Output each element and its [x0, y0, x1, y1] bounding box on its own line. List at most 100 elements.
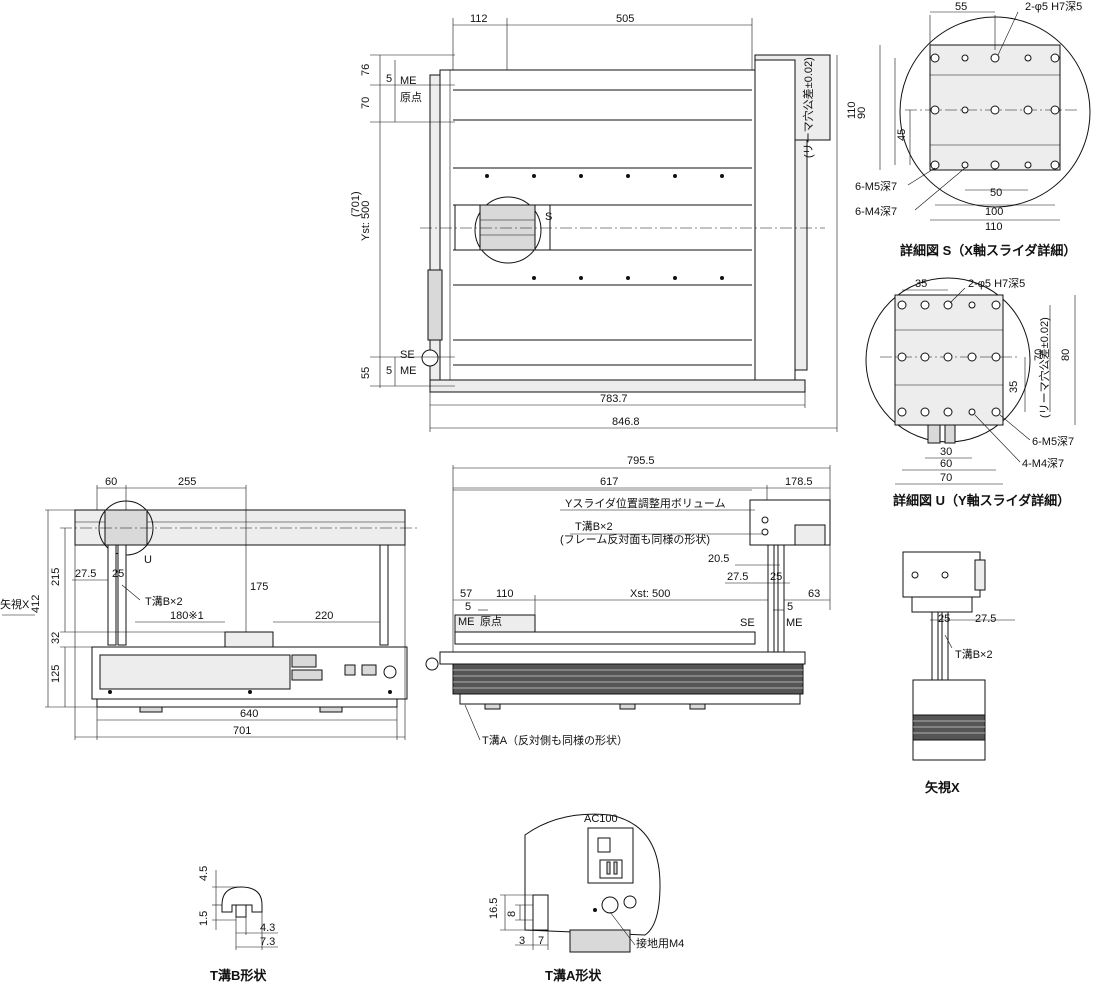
dim-505: 505 [616, 13, 634, 25]
front-dim-220: 220 [315, 610, 333, 622]
side-label-me-right: ME [786, 617, 803, 629]
dim-yst: Yst: 500 [360, 201, 372, 241]
side-dim-25: 25 [770, 571, 782, 583]
u-note-hole: 2-φ5 H7深5 [968, 277, 1025, 290]
dim-701-paren: (701) [350, 191, 362, 217]
side-dim-57: 57 [460, 588, 472, 600]
vx-title: 矢視X [925, 780, 960, 795]
front-label-view-x: 矢視X [0, 597, 30, 611]
u-note-m5: 6-M5深7 [1032, 435, 1074, 448]
s-dim-110-v: 110 [846, 101, 858, 119]
u-dim-80: 80 [1060, 349, 1072, 361]
side-dim-110: 110 [496, 588, 514, 600]
u-dim-35-top: 35 [915, 278, 927, 290]
dim-846: 846.8 [612, 416, 640, 428]
side-dim-795: 795.5 [627, 455, 655, 467]
vx-note-tslot: T溝B×2 [955, 648, 993, 661]
front-dim-32: 32 [50, 632, 62, 644]
label-se: SE [400, 349, 415, 361]
front-dim-255: 255 [178, 476, 196, 488]
side-label-origin: 原点 [480, 615, 502, 628]
side-note-tslot-a: T溝A（反対側も同様の形状） [482, 733, 628, 747]
tb-title: T溝B形状 [210, 968, 267, 983]
front-dim-27: 27.5 [75, 568, 96, 580]
s-dim-110-h: 110 [985, 221, 1003, 233]
side-dim-63: 63 [808, 588, 820, 600]
detail-s: 55 2-φ5 H7深5 110 90 (リーマ穴公差±0.02) 45 6-M… [801, 0, 1091, 258]
dim-76: 76 [360, 64, 372, 76]
side-note-volume: Yスライダ位置調整用ボリューム [565, 496, 726, 510]
front-view: 60 255 U 215 412 矢視X 27.5 25 T溝B×2 175 1… [0, 476, 420, 740]
side-dim-27: 27.5 [727, 571, 748, 583]
side-dim-5b: 5 [787, 601, 793, 613]
u-dim-70-h: 70 [940, 472, 952, 484]
dim-5-bottom: 5 [386, 365, 392, 377]
ta-title: T溝A形状 [545, 968, 602, 983]
front-dim-175: 175 [250, 581, 268, 593]
s-dim-100: 100 [985, 206, 1003, 218]
side-label-me-left: ME [458, 616, 475, 628]
side-note-frame: (フレーム反対面も同様の形状) [560, 532, 710, 546]
front-dim-701: 701 [233, 725, 251, 737]
tslot-b-shape: 4.5 1.5 4.3 7.3 T溝B形状 [198, 866, 278, 983]
s-note-m5: 6-M5深7 [855, 180, 897, 193]
tslot-a-shape: AC100 16.5 8 3 7 接地用M4 T溝A形状 [488, 813, 684, 983]
vx-dim-25: 25 [938, 613, 950, 625]
u-title: 詳細図 U（Y軸スライダ詳細） [893, 493, 1070, 508]
front-dim-25: 25 [112, 568, 124, 580]
front-dim-125: 125 [50, 665, 62, 683]
s-dim-90: 90 [856, 107, 868, 119]
dim-112: 112 [470, 13, 488, 25]
label-me-bottom: ME [400, 365, 417, 377]
tb-dim-43: 4.3 [260, 922, 275, 934]
s-dim-90-note: (リーマ穴公差±0.02) [801, 57, 815, 158]
ta-dim-8: 8 [506, 911, 518, 917]
front-dim-180: 180※1 [170, 610, 204, 622]
u-dim-60: 60 [940, 458, 952, 470]
dim-70: 70 [360, 97, 372, 109]
u-dim-35-v: 35 [1008, 381, 1020, 393]
front-label-tslot: T溝B×2 [145, 595, 183, 608]
ta-dim-7: 7 [538, 935, 544, 947]
u-dim-70-note: (リーマ穴公差±0.02) [1037, 317, 1051, 418]
front-dim-215: 215 [50, 568, 62, 586]
ta-label-ac: AC100 [584, 813, 618, 825]
front-dim-640: 640 [240, 708, 258, 720]
label-me-top: ME [400, 75, 417, 87]
s-note-hole: 2-φ5 H7深5 [1025, 0, 1082, 13]
ta-label-ground: 接地用M4 [636, 937, 684, 950]
side-label-se: SE [740, 617, 755, 629]
s-title: 詳細図 S（X軸スライダ詳細） [900, 243, 1076, 258]
dim-55: 55 [360, 367, 372, 379]
side-dim-5a: 5 [465, 601, 471, 613]
u-dim-70: 70 [1033, 349, 1045, 361]
u-dim-30: 30 [940, 446, 952, 458]
side-dim-20: 20.5 [708, 553, 729, 565]
dim-5-top: 5 [386, 73, 392, 85]
front-dim-60: 60 [105, 476, 117, 488]
side-note-tslot-b: T溝B×2 [575, 520, 613, 533]
s-note-m4: 6-M4深7 [855, 205, 897, 218]
tb-dim-45: 4.5 [198, 866, 210, 881]
view-x: 25 27.5 T溝B×2 矢視X [902, 551, 1015, 795]
side-dim-617: 617 [600, 476, 618, 488]
front-dim-412: 412 [30, 595, 42, 613]
tb-dim-73: 7.3 [260, 936, 275, 948]
label-s: S [545, 211, 552, 223]
detail-u: 35 2-φ5 H7深5 70 (リーマ穴公差±0.02) 80 35 6-M5… [865, 277, 1076, 508]
u-note-m4: 4-M4深7 [1022, 457, 1064, 470]
top-view: 112 505 76 5 ME 原点 70 (701) Yst: 500 SE … [350, 13, 838, 432]
vx-dim-27: 27.5 [975, 613, 996, 625]
side-view: 795.5 617 178.5 Yスライダ位置調整用ボリューム T溝B×2 (フ… [425, 455, 831, 747]
side-dim-xst: Xst: 500 [630, 588, 670, 600]
tb-dim-15: 1.5 [198, 911, 210, 926]
dim-783: 783.7 [600, 393, 628, 405]
s-dim-50: 50 [990, 187, 1002, 199]
s-dim-45: 45 [896, 129, 908, 141]
s-dim-55: 55 [955, 1, 967, 13]
side-dim-178: 178.5 [785, 476, 813, 488]
ta-dim-165: 16.5 [488, 898, 500, 919]
front-label-u: U [144, 554, 152, 566]
label-origin-top: 原点 [400, 91, 422, 104]
